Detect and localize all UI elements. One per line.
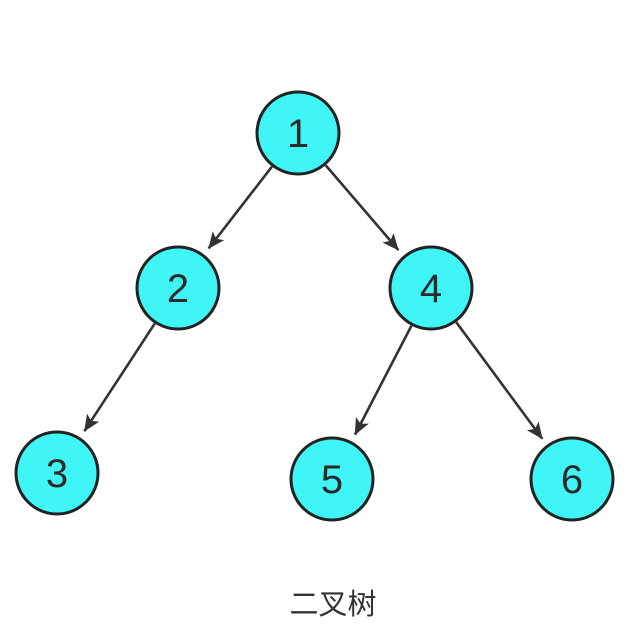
tree-node-1[interactable]: 1 (255, 90, 341, 176)
tree-node-circle-2[interactable] (135, 245, 221, 331)
tree-edge-n1-to-n4 (324, 164, 400, 251)
tree-node-3[interactable]: 3 (14, 430, 100, 516)
tree-node-circle-4[interactable] (388, 245, 474, 331)
tree-node-label-1: 1 (287, 112, 309, 156)
tree-node-circle-3[interactable] (14, 430, 100, 516)
tree-node-label-6: 6 (561, 458, 583, 502)
tree-node-circle-5[interactable] (289, 436, 375, 522)
tree-node-2[interactable]: 2 (135, 245, 221, 331)
tree-node-label-5: 5 (321, 458, 343, 502)
nodes-layer: 1 2 3 4 5 6 (14, 90, 615, 522)
tree-edge-n2-to-n3 (83, 322, 156, 432)
tree-edge-n1-to-n2 (207, 165, 274, 250)
tree-edge-n4-to-n6 (455, 321, 544, 440)
edges-layer (83, 164, 544, 440)
tree-node-circle-6[interactable] (529, 436, 615, 522)
diagram-caption: 二叉树 (289, 587, 376, 621)
tree-node-label-2: 2 (167, 267, 189, 311)
tree-node-label-4: 4 (420, 267, 442, 311)
tree-node-label-3: 3 (46, 452, 68, 496)
tree-edge-n4-to-n5 (353, 325, 413, 436)
tree-node-circle-1[interactable] (255, 90, 341, 176)
tree-node-4[interactable]: 4 (388, 245, 474, 331)
tree-node-6[interactable]: 6 (529, 436, 615, 522)
tree-node-5[interactable]: 5 (289, 436, 375, 522)
